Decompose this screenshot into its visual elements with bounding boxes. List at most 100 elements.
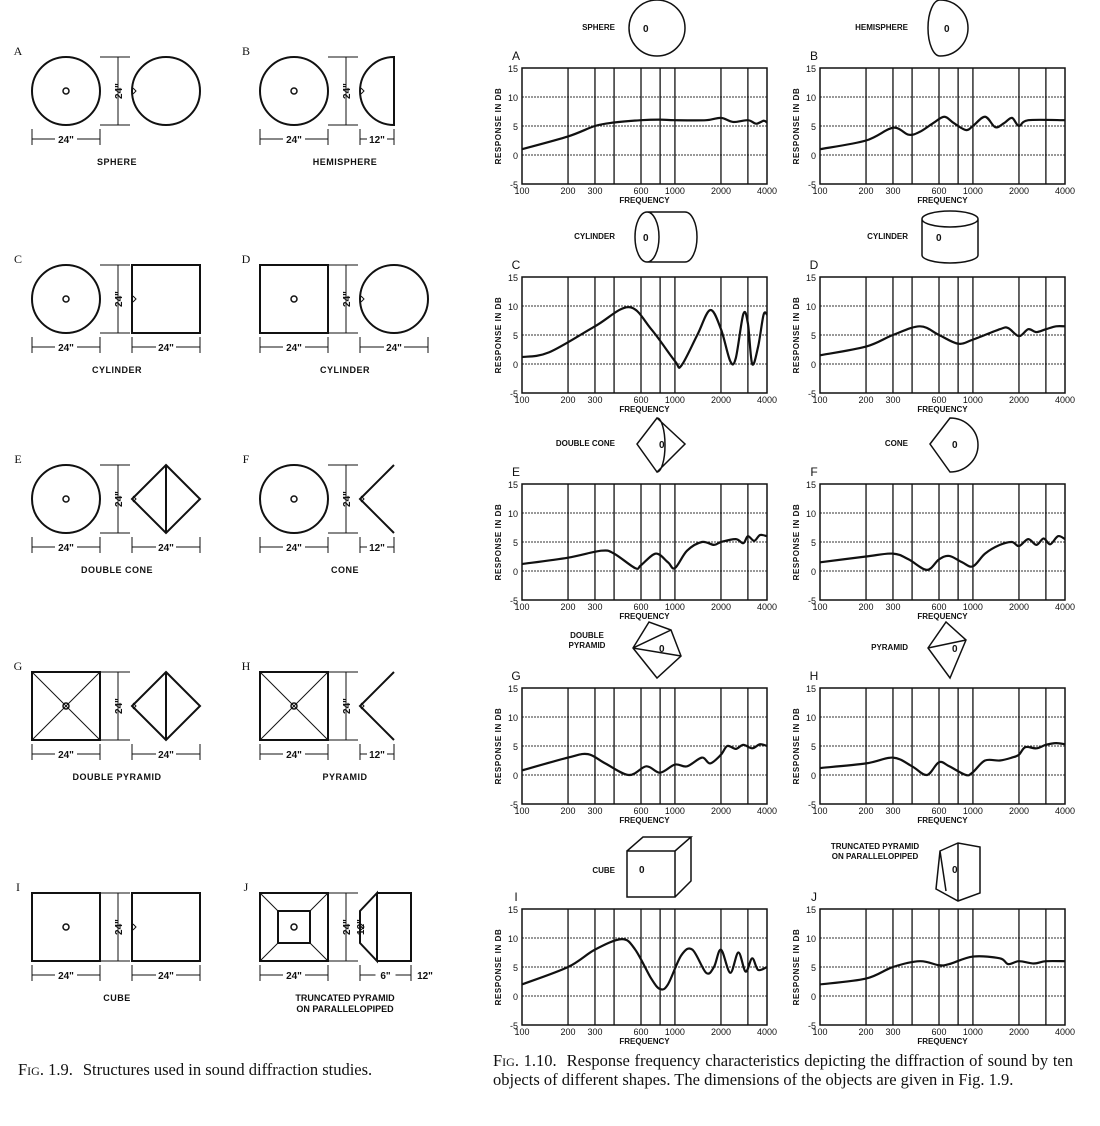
object-double-cone-icon (636, 416, 687, 474)
x-tick-label: 1000 (963, 1027, 983, 1037)
front-view-circle (259, 464, 329, 534)
x-tick-label: 100 (514, 1027, 529, 1037)
y-axis-label: RESPONSE IN DB (792, 88, 801, 165)
microphone-label-icon: 0 (643, 24, 649, 35)
x-axis-label: FREQUENCY (917, 405, 968, 414)
label-bg (367, 748, 387, 759)
object-label: CONE (885, 439, 909, 448)
x-tick-label: 4000 (1055, 806, 1075, 816)
label-bg (156, 541, 176, 552)
chart-letter: F (810, 465, 817, 479)
front-dimension-label: 24" (58, 750, 74, 761)
side-dimension-label: 12" (369, 750, 385, 761)
microphone-icon (290, 295, 298, 303)
x-tick-label: 2000 (711, 806, 731, 816)
object-hemisphere-icon (927, 0, 969, 57)
y-tick-label: -5 (808, 180, 816, 190)
structure-name-line: TRUNCATED PYRAMID (295, 993, 395, 1003)
x-tick-label: 300 (885, 1027, 900, 1037)
y-tick-label: 0 (513, 151, 518, 161)
side-view-circle (131, 56, 201, 126)
x-axis-label: FREQUENCY (917, 1037, 968, 1046)
microphone-label-icon: 0 (643, 233, 649, 244)
y-axis-label: RESPONSE IN DB (494, 504, 503, 581)
x-axis-label: FREQUENCY (619, 612, 670, 621)
label-bg (55, 341, 77, 352)
y-axis-label: RESPONSE IN DB (792, 297, 801, 374)
object-pyramid-icon (927, 620, 967, 680)
structure-name: SPHERE (97, 157, 137, 167)
y-tick-label: 10 (508, 93, 518, 103)
x-tick-label: 300 (587, 395, 602, 405)
x-tick-label: 1000 (665, 1027, 685, 1037)
x-tick-label: 300 (885, 186, 900, 196)
y-tick-label: 0 (811, 360, 816, 370)
x-tick-label: 600 (931, 1027, 946, 1037)
fig-1-10-text: Response frequency characteristics depic… (493, 1051, 1073, 1089)
x-tick-label: 600 (931, 806, 946, 816)
object-label: HEMISPHERE (855, 23, 909, 32)
microphone-label-icon: 0 (952, 440, 958, 451)
x-tick-label: 1000 (665, 806, 685, 816)
front-dimension-label: 24" (58, 543, 74, 554)
pyramid-edge (309, 892, 329, 912)
y-tick-label: -5 (808, 1021, 816, 1031)
y-tick-label: 0 (513, 992, 518, 1002)
x-tick-label: 1000 (963, 602, 983, 612)
y-tick-label: -5 (808, 389, 816, 399)
x-tick-label: 600 (633, 186, 648, 196)
structure-letter: C (14, 252, 22, 266)
object-illustration-g: 0 (632, 621, 682, 680)
structure-name: CONE (331, 565, 359, 575)
object-label: DOUBLE CONE (556, 439, 616, 448)
side-dimension-label: 24" (158, 971, 174, 982)
y-tick-label: 5 (513, 331, 518, 341)
object-cylinder-icon (921, 210, 979, 264)
x-tick-label: 2000 (711, 602, 731, 612)
y-tick-label: 15 (806, 273, 816, 283)
front-dimension-label: 24" (286, 750, 302, 761)
y-tick-label: 15 (508, 684, 518, 694)
x-axis-label: FREQUENCY (917, 612, 968, 621)
response-curve (521, 306, 769, 369)
x-axis-label: FREQUENCY (917, 816, 968, 825)
label-bg (156, 748, 176, 759)
plot-frame (521, 276, 768, 394)
y-tick-label: 10 (806, 302, 816, 312)
y-axis-label: RESPONSE IN DB (792, 504, 801, 581)
side-dimension-label: 12" (369, 543, 385, 554)
chart-letter: C (512, 258, 521, 272)
structure-name: PYRAMID (322, 772, 367, 782)
y-tick-label: -5 (510, 180, 518, 190)
side-dimension-label: 24" (158, 543, 174, 554)
y-tick-label: -5 (510, 389, 518, 399)
height-dimension-label: 24" (114, 919, 125, 935)
y-tick-label: 10 (806, 93, 816, 103)
x-tick-label: 600 (931, 602, 946, 612)
y-tick-label: 0 (811, 151, 816, 161)
x-tick-label: 200 (859, 186, 874, 196)
x-tick-label: 300 (885, 602, 900, 612)
microphone-side-icon (132, 87, 137, 95)
microphone-side-icon (360, 495, 365, 503)
side-dimension-label-2: 12" (417, 971, 433, 982)
x-tick-label: 100 (812, 602, 827, 612)
y-tick-label: 5 (811, 963, 816, 973)
object-sphere-icon (628, 0, 686, 57)
microphone-label-icon: 0 (936, 233, 942, 244)
label-bg (375, 969, 396, 980)
y-axis-label: RESPONSE IN DB (494, 297, 503, 374)
object-double-pyramid-icon (632, 621, 682, 680)
microphone-icon (62, 495, 70, 503)
y-tick-label: 10 (508, 934, 518, 944)
side-dimension-label: 6" (380, 971, 391, 982)
object-label: PYRAMID (871, 643, 908, 652)
x-axis-label: FREQUENCY (619, 405, 670, 414)
y-axis-label: RESPONSE IN DB (792, 708, 801, 785)
microphone-label-icon: 0 (659, 644, 665, 655)
